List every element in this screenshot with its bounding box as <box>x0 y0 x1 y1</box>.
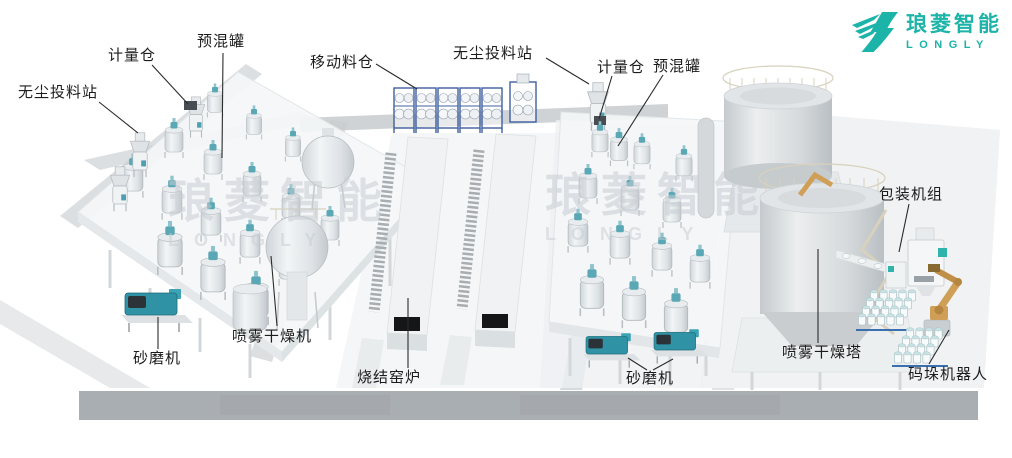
brand-logo: 琅菱智能 LONGLY <box>852 10 1002 54</box>
sintering-kiln-2 <box>440 133 537 385</box>
brand-name-en: LONGLY <box>906 39 990 52</box>
label-premix-tank-right: 预混罐 <box>653 58 702 75</box>
label-dust-free-station-left: 无尘投料站 <box>18 84 99 101</box>
spray-dryer-spheres <box>265 128 355 331</box>
label-spray-dryer: 喷雾干燥机 <box>232 328 313 345</box>
label-dust-free-station-mid: 无尘投料站 <box>453 45 534 62</box>
label-palletizing-robot: 码垛机器人 <box>908 366 989 383</box>
tower-top-manipulator <box>798 171 834 197</box>
holding-tank <box>232 283 268 331</box>
left-mixing-platform <box>77 71 433 378</box>
packaging-line <box>835 227 947 296</box>
mobile-silo-row <box>393 73 537 134</box>
label-packaging-unit: 包装机组 <box>879 186 944 203</box>
sand-mill-left-machine <box>120 288 194 333</box>
silo-feeding-station <box>509 73 537 123</box>
label-spray-drying-tower: 喷雾干燥塔 <box>782 344 863 361</box>
sintering-kiln-1 <box>352 136 449 388</box>
brand-name-zh: 琅菱智能 <box>906 12 1002 36</box>
metering-bin-box-right <box>594 116 606 125</box>
label-premix-tank-left: 预混罐 <box>197 33 246 50</box>
barrel-pallets <box>856 289 948 367</box>
spray-drying-tower-front <box>731 163 919 390</box>
label-sintering-kiln: 烧结窑炉 <box>357 369 422 386</box>
label-metering-bin-left: 计量仓 <box>108 47 157 64</box>
longly-logo-icon <box>852 12 898 52</box>
label-mobile-silo: 移动料仓 <box>310 54 375 71</box>
label-metering-bin-right: 计量仓 <box>597 59 646 76</box>
label-sand-mill-right: 砂磨机 <box>626 370 675 387</box>
label-sand-mill-left: 砂磨机 <box>133 350 182 367</box>
dust-free-stations-left <box>109 96 206 212</box>
label-leader-lines <box>98 52 950 371</box>
metering-bin-box-left <box>184 101 197 110</box>
